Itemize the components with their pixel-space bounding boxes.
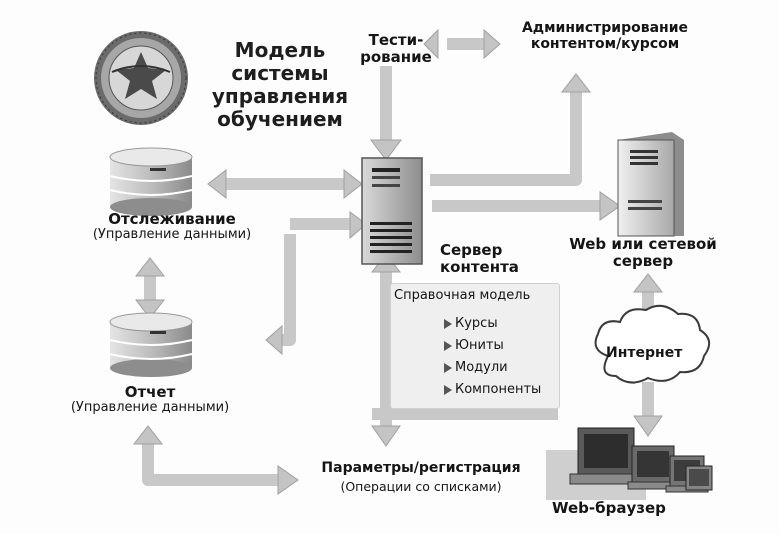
arrow-head-to-admin — [483, 28, 501, 60]
triangle-bullet-icon — [444, 384, 452, 395]
web-server-label: Web или сетевой сервер — [558, 235, 728, 271]
model-item-label: Модули — [455, 360, 508, 375]
model-item-label: Курсы — [455, 316, 498, 331]
tracking-title: Отслеживание — [108, 210, 236, 228]
model-item: Курсы — [444, 316, 498, 331]
diagram-title: Модель системы управления обучением — [205, 39, 355, 131]
content-server-icon — [361, 157, 423, 265]
model-item-label: Юниты — [455, 338, 504, 353]
arrow-head-up-report — [132, 425, 164, 445]
title-line: обучением — [217, 107, 343, 131]
reference-model-panel — [390, 283, 560, 409]
model-item-label: Компоненты — [455, 382, 542, 397]
browser-label: Web-браузер — [552, 499, 666, 517]
emblem-icon — [94, 31, 188, 125]
triangle-bullet-icon — [444, 362, 452, 373]
model-item: Компоненты — [444, 382, 541, 397]
arrow-head-to-tracking — [207, 168, 227, 200]
web-server-label-line: Web или сетевой — [569, 235, 717, 253]
arrow-head-up-admin — [560, 73, 592, 93]
triangle-bullet-icon — [444, 318, 452, 329]
arrow-head-to-report — [265, 324, 283, 356]
report-database-icon — [109, 312, 193, 377]
arrow-head-to-testing — [423, 28, 439, 60]
params-label: Параметры/регистрация (Операции со списк… — [296, 460, 546, 494]
internet-cloud-icon — [594, 304, 711, 384]
report-subtitle: (Управление данными) — [70, 400, 230, 416]
connector-server-report — [280, 234, 296, 346]
testing-label: Тести- рование — [358, 31, 434, 67]
internet-label: Интернет — [606, 345, 683, 361]
arrow-head-to-webserver — [599, 191, 621, 221]
connector-server-admin — [430, 88, 582, 186]
web-server-icon — [617, 132, 684, 237]
testing-label-line: рование — [360, 48, 432, 67]
tracking-label: Отслеживание (Управление данными) — [72, 210, 272, 243]
model-item: Юниты — [444, 338, 504, 353]
arrow-head-into-server — [370, 139, 402, 161]
params-subtitle: (Операции со списками) — [340, 479, 502, 495]
tracking-subtitle: (Управление данными) — [92, 227, 252, 243]
arrow-head-to-params — [277, 465, 299, 495]
admin-label-line: Администрирование — [521, 20, 689, 36]
arrow-head-into-server-left — [349, 211, 367, 240]
connector-report-params — [142, 440, 278, 486]
web-server-label-line: сервер — [612, 252, 674, 271]
reference-model-label: Справочная модель — [394, 288, 531, 303]
admin-label-line: контентом/курсом — [530, 36, 680, 53]
report-label: Отчет (Управление данными) — [50, 383, 250, 416]
arrow-head-down-params — [371, 425, 401, 447]
arrow-head-down-report — [134, 299, 166, 319]
admin-label: Администрирование контентом/курсом — [505, 20, 705, 52]
title-line: системы — [231, 61, 329, 85]
params-title: Параметры/регистрация — [321, 460, 521, 476]
arrow-head-from-tracking — [343, 168, 363, 200]
content-server-label-line: контента — [440, 258, 519, 277]
content-server-label: Сервер контента — [440, 241, 519, 277]
testing-label-line: Тести- — [368, 31, 424, 49]
arrow-head-up-webserver — [632, 273, 664, 293]
connector-lines — [142, 38, 654, 486]
report-title: Отчет — [124, 383, 176, 401]
triangle-bullet-icon — [444, 340, 452, 351]
title-line: управления — [211, 84, 349, 108]
content-server-label-line: Сервер — [440, 241, 503, 259]
browser-computers-icon — [546, 427, 713, 500]
arrow-head-up-tracking — [134, 257, 166, 277]
model-item: Модули — [444, 360, 508, 375]
tracking-database-icon — [109, 147, 193, 216]
arrow-head-down-browser — [633, 415, 663, 437]
title-line: Модель — [234, 38, 326, 62]
